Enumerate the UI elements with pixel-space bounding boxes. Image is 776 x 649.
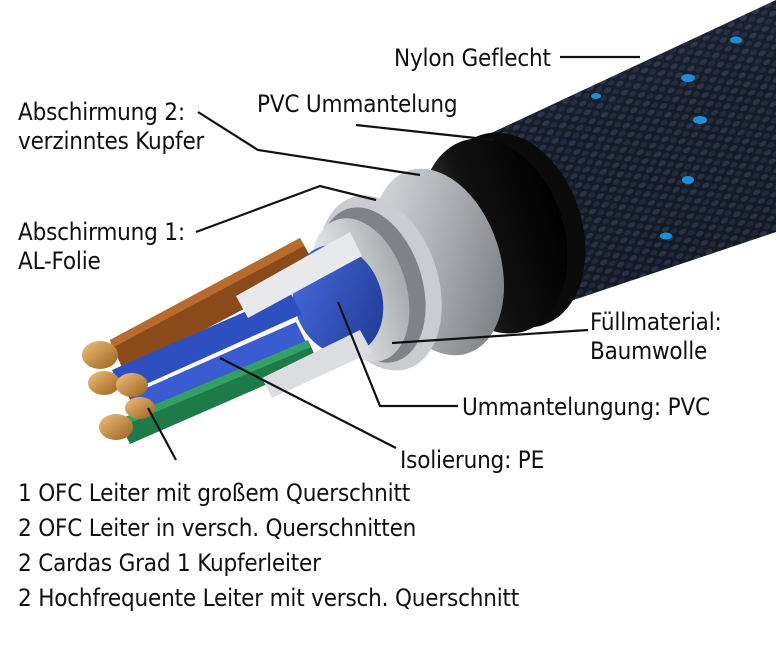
- label-filler-material: Baumwolle: [590, 337, 708, 365]
- braid-accent-marks: [591, 36, 742, 240]
- leader-conductors: [147, 407, 177, 461]
- leader-shield2: [197, 111, 421, 177]
- copper-strands: [82, 341, 155, 440]
- label-filler-title: Füllmaterial:: [590, 308, 722, 336]
- conductor-item: 2 OFC Leiter in versch. Querschnitten: [18, 514, 417, 542]
- label-shield-1-material: AL-Folie: [18, 247, 101, 275]
- label-shield-1: Abschirmung 1: AL-Folie: [18, 218, 185, 276]
- filler-cotton: [236, 232, 372, 398]
- leader-lines: [147, 55, 640, 461]
- conductor-item: 1 OFC Leiter mit großem Querschnitt: [18, 479, 410, 507]
- label-shield-1-title: Abschirmung 1:: [18, 218, 185, 246]
- leader-inner-jacket: [336, 301, 458, 408]
- leader-insulation: [219, 357, 397, 449]
- wire-brown: [110, 238, 318, 372]
- label-shield-2-material: verzinntes Kupfer: [18, 127, 205, 155]
- label-shield-2: Abschirmung 2: verzinntes Kupfer: [18, 98, 204, 156]
- leader-filler: [391, 328, 589, 345]
- label-inner-jacket: Ummantelungung: PVC: [462, 393, 710, 421]
- label-filler: Füllmaterial: Baumwolle: [590, 308, 722, 366]
- label-insulation: Isolierung: PE: [400, 446, 545, 474]
- wire-blue: [112, 292, 306, 416]
- conductor-item: 2 Hochfrequente Leiter mit versch. Quers…: [18, 584, 520, 612]
- leader-shield1: [195, 184, 377, 234]
- label-nylon-braid: Nylon Geflecht: [394, 44, 551, 72]
- label-shield-2-title: Abschirmung 2:: [18, 98, 185, 126]
- label-pvc-jacket: PVC Ummantelung: [257, 90, 458, 118]
- conductor-list: 1 OFC Leiter mit großem Querschnitt 2 OF…: [18, 476, 519, 616]
- conductor-item: 2 Cardas Grad 1 Kupferleiter: [18, 549, 321, 577]
- leader-pvc-jacket: [355, 123, 495, 142]
- wire-green: [118, 340, 318, 444]
